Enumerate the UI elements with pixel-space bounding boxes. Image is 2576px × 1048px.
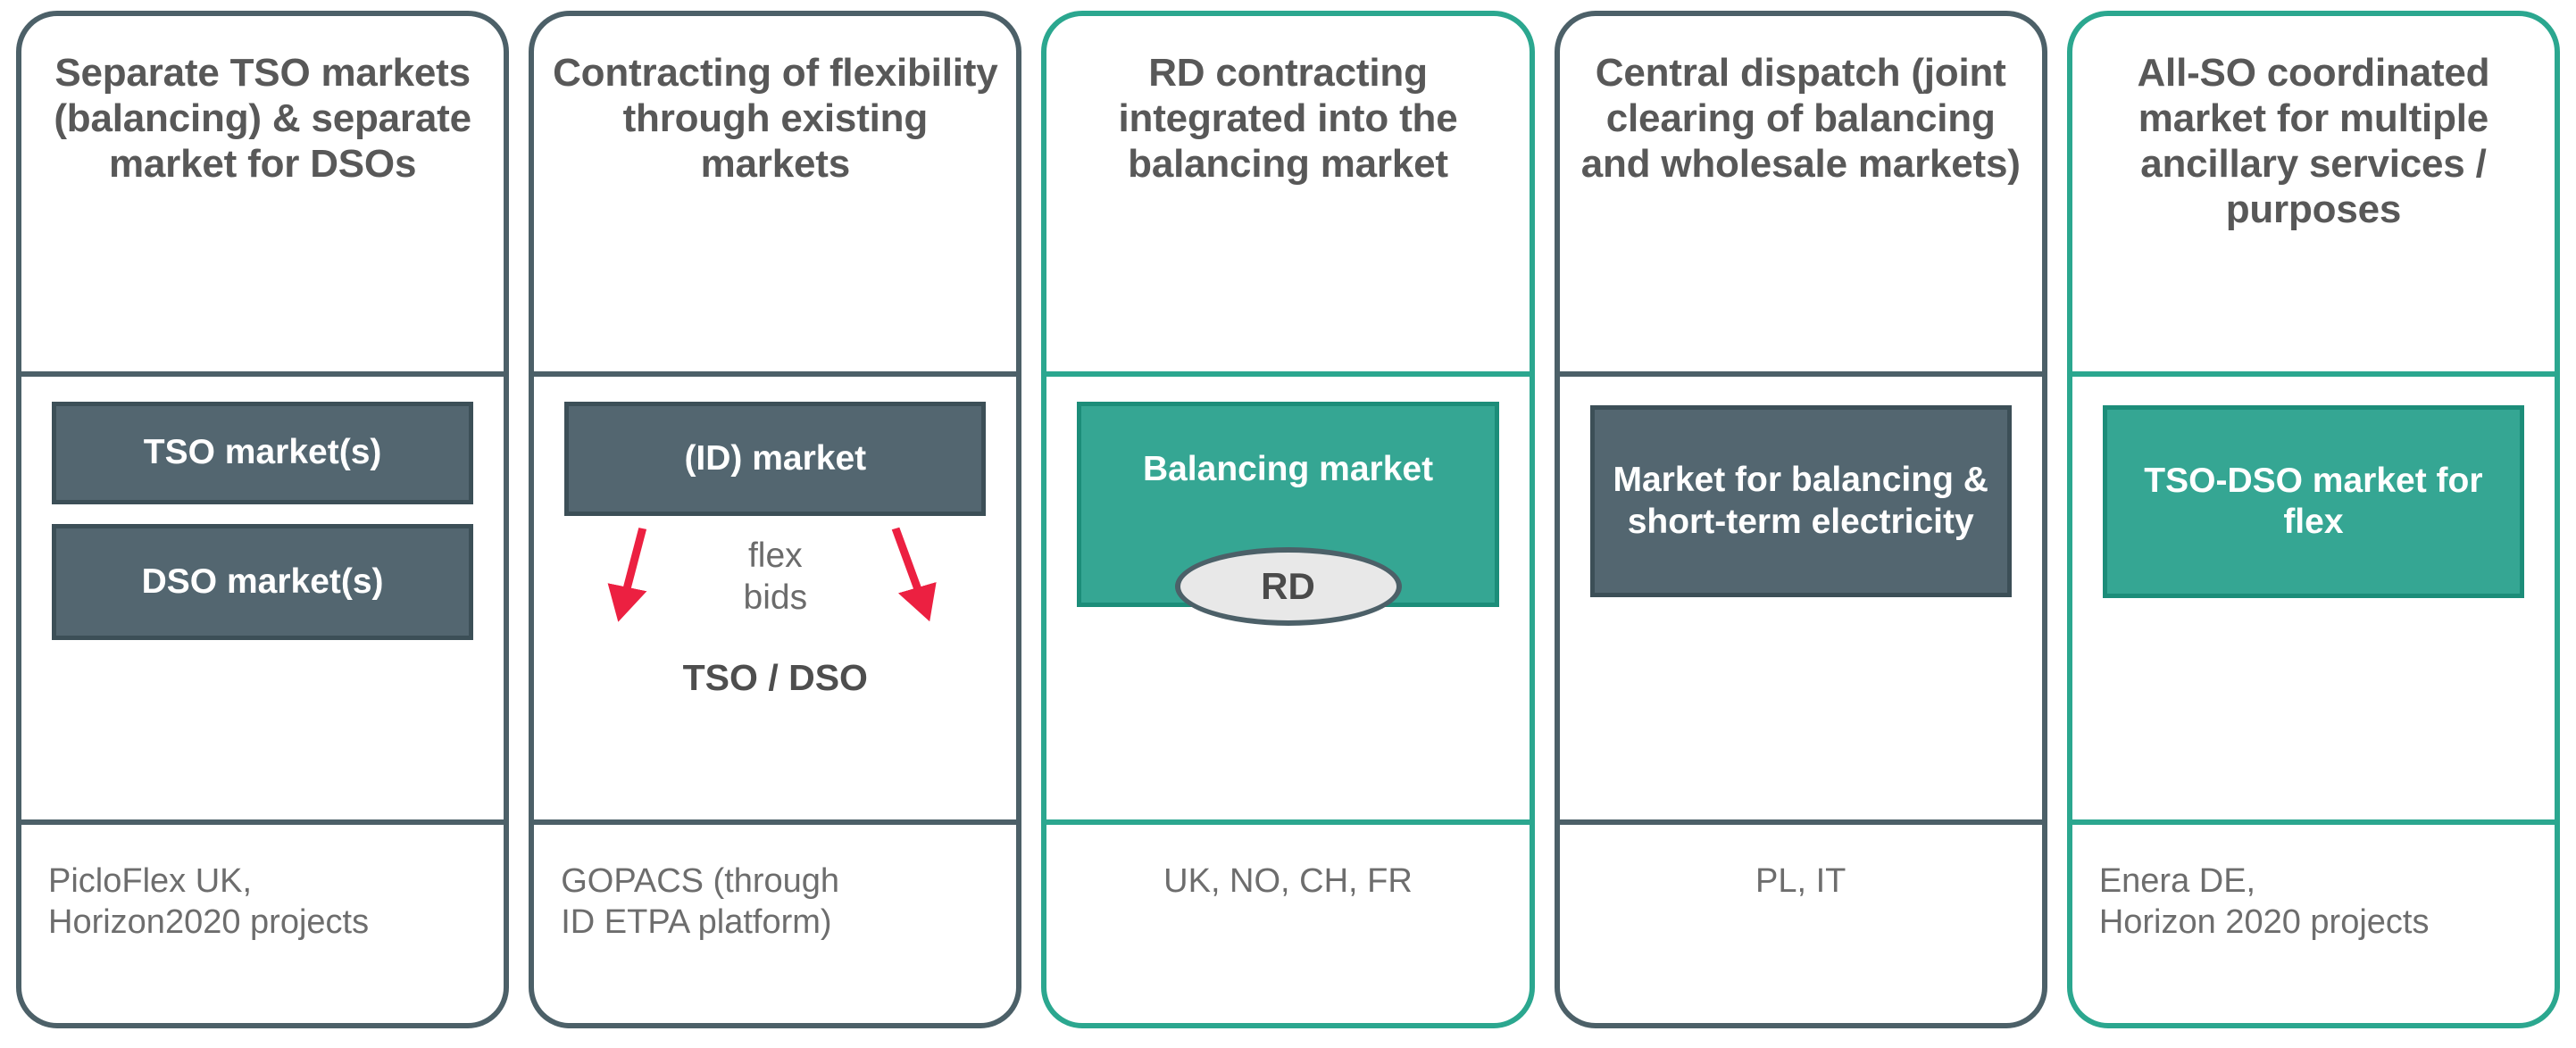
redispatch-oval[interactable]: RD [1174,547,1402,626]
market-box-label: TSO market(s) [143,433,382,472]
market-box-label: DSO market(s) [141,561,384,601]
column-footer: Enera DE, Horizon 2020 projects [2072,825,2555,1023]
arrow-right-down-icon [891,527,937,622]
column-header: Separate TSO markets (balancing) & separ… [21,16,504,377]
column-central-dispatch[interactable]: Central dispatch (joint clearing of bala… [1554,11,2047,1028]
market-box-intraday[interactable]: (ID) market [564,402,987,516]
market-box-tso-dso-flex[interactable]: TSO-DSO market for flex [2102,405,2525,598]
example-projects-text: PicloFlex UK, Horizon2020 projects [48,862,370,942]
market-box-label: TSO-DSO market for flex [2144,461,2483,541]
column-contracting-through-existing-markets[interactable]: Contracting of flexibility through exist… [529,11,1022,1028]
tso-dso-actor-label: TSO / DSO [682,657,868,698]
column-body: Market for balancing & short-term electr… [1559,377,2042,825]
column-footer: PL, IT [1560,825,2042,1023]
arrows-svg [607,527,937,622]
column-header: All-SO coordinated market for multiple a… [2072,16,2555,377]
column-title: Central dispatch (joint clearing of bala… [1580,51,2021,187]
column-footer: GOPACS (through ID ETPA platform) [534,825,1016,1023]
market-box-label: Market for balancing & short-term electr… [1613,461,1988,541]
column-header: RD contracting integrated into the balan… [1046,16,1530,377]
flex-bids-label: flex bids [743,536,808,617]
column-body: Balancing market RD [1046,377,1530,825]
flex-bids-arrow-group: flex bids [564,520,986,653]
column-footer: PicloFlex UK, Horizon2020 projects [21,825,504,1023]
example-projects-text: PL, IT [1755,862,1847,900]
column-body: TSO-DSO market for flex [2072,377,2555,825]
column-all-so-coordinated-market[interactable]: All-SO coordinated market for multiple a… [2066,11,2561,1028]
market-box-label: (ID) market [684,438,867,478]
column-title: Contracting of flexibility through exist… [553,51,998,187]
example-projects-text: GOPACS (through ID ETPA platform) [561,862,840,942]
example-projects-text: UK, NO, CH, FR [1163,862,1413,900]
arrow-left-down-icon [607,528,647,622]
market-box-dso[interactable]: DSO market(s) [52,524,474,640]
column-header: Central dispatch (joint clearing of bala… [1559,16,2042,377]
column-header: Contracting of flexibility through exist… [534,16,1017,377]
column-title: All-SO coordinated market for multiple a… [2137,51,2490,232]
column-footer: UK, NO, CH, FR [1046,825,1529,1023]
market-box-tso[interactable]: TSO market(s) [52,402,474,504]
column-title: RD contracting integrated into the balan… [1118,51,1458,187]
market-box-balancing[interactable]: Balancing market RD [1077,402,1499,626]
market-box-label: Balancing market [1142,450,1434,488]
column-title: Separate TSO markets (balancing) & separ… [54,51,471,187]
column-rd-integrated-balancing-market[interactable]: RD contracting integrated into the balan… [1041,11,1535,1028]
column-separate-tso-dso-markets[interactable]: Separate TSO markets (balancing) & separ… [16,11,510,1028]
market-box-balancing-shortterm[interactable]: Market for balancing & short-term electr… [1589,405,2012,597]
column-body: (ID) market flex bids TSO / DSO [534,377,1017,825]
column-body: TSO market(s) DSO market(s) [21,377,504,825]
example-projects-text: Enera DE, Horizon 2020 projects [2098,862,2430,942]
redispatch-label: RD [1261,565,1315,608]
